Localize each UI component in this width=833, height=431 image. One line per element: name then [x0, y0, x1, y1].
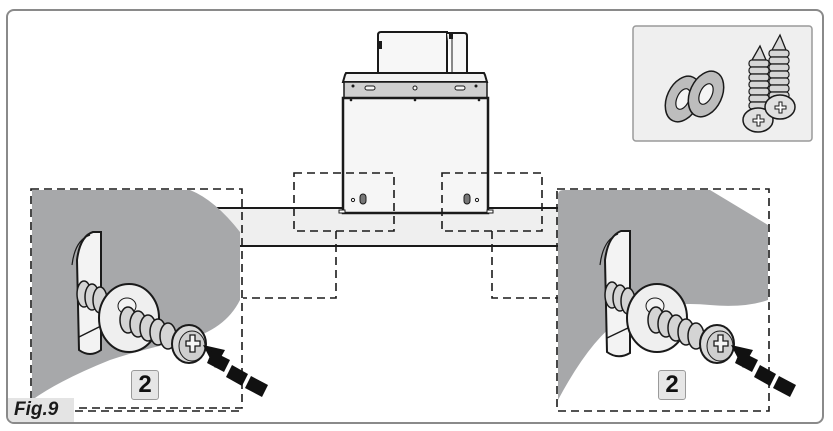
step-number-right: 2 — [658, 370, 686, 400]
figure-label: Fig.9 — [8, 398, 74, 422]
washer-icon — [687, 70, 725, 118]
figure-frame — [6, 9, 824, 424]
left-detail — [30, 188, 268, 409]
hood-unit — [338, 31, 494, 215]
screw-icon — [742, 44, 774, 133]
step-number-left: 2 — [131, 370, 159, 400]
detail-callouts — [243, 172, 558, 299]
parts-inset — [632, 25, 813, 142]
mounting-rail — [215, 207, 560, 247]
screw-icon — [764, 33, 796, 120]
right-detail — [556, 188, 796, 412]
